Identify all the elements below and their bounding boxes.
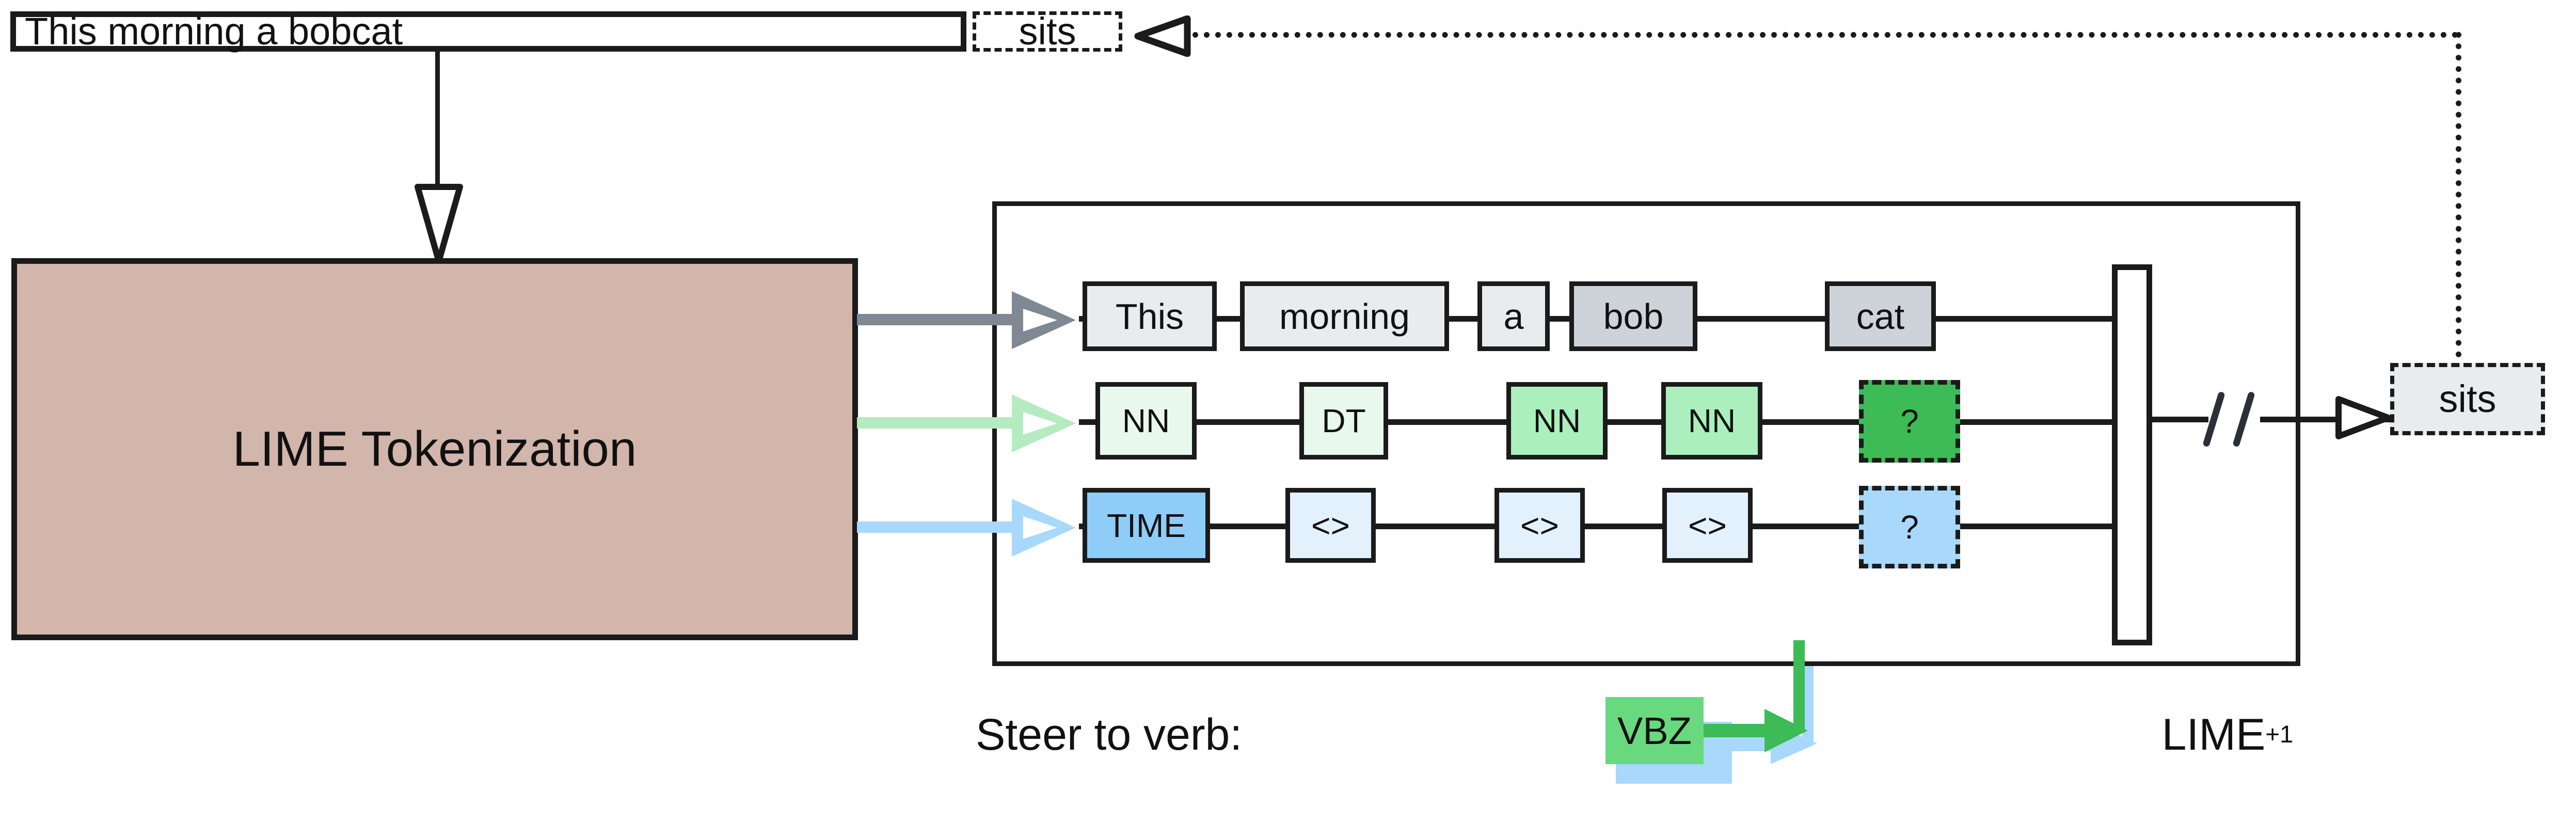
down-triangle-icon <box>415 184 463 264</box>
token-cell-bob: bob <box>1569 281 1697 351</box>
ner-arrowhead-icon <box>1012 499 1076 557</box>
ner-cell-unknown: ? <box>1859 486 1960 568</box>
pos-cell-label: NN <box>1533 402 1581 439</box>
ner-cell-time: TIME <box>1083 488 1210 563</box>
vbz-tag-label: VBZ <box>1617 709 1692 752</box>
input-sentence-box <box>10 11 966 52</box>
pos-cell-nn-3: NN <box>1661 382 1762 460</box>
model-name-label: LIME+1 <box>2083 706 2372 763</box>
pos-arrowhead-icon <box>1012 394 1076 452</box>
ner-cell-empty-1: <> <box>1285 488 1376 563</box>
pos-cell-label: ? <box>1900 403 1919 440</box>
token-cell-label: cat <box>1856 296 1905 337</box>
predicted-word-chip: sits <box>973 11 1122 52</box>
ner-cell-label: <> <box>1520 506 1559 544</box>
pos-cell-label: NN <box>1688 402 1736 439</box>
pos-cell-unknown: ? <box>1859 380 1960 463</box>
layer-separator-bar <box>2112 264 2152 645</box>
steer-instruction-label: Steer to verb: <box>976 710 1243 759</box>
ner-cell-empty-2: <> <box>1494 488 1585 563</box>
model-name-text: LIME <box>2161 710 2266 759</box>
token-cell-this: This <box>1083 281 1217 351</box>
sentence-to-tokenizer-line <box>435 52 440 191</box>
model-superscript: +1 <box>2265 721 2294 749</box>
pos-cell-nn-2: NN <box>1506 382 1608 460</box>
green-steer-arrow <box>1703 640 1808 752</box>
ner-cell-label: <> <box>1311 506 1350 544</box>
tokens-arrowhead-icon <box>1012 291 1076 349</box>
output-word-chip: sits <box>2390 363 2545 435</box>
token-cell-label: This <box>1115 296 1184 337</box>
ner-cell-label: TIME <box>1107 506 1186 544</box>
vbz-tag-chip: VBZ <box>1605 697 1704 764</box>
open-triangle-right-icon <box>2335 396 2391 439</box>
pos-cell-nn-1: NN <box>1095 382 1197 460</box>
token-cell-cat: cat <box>1825 281 1936 351</box>
left-triangle-icon <box>1134 15 1191 57</box>
ner-cell-empty-3: <> <box>1662 488 1753 563</box>
token-cell-a: a <box>1477 281 1550 351</box>
feedback-path-vertical <box>2456 32 2461 357</box>
token-cell-label: a <box>1503 296 1524 337</box>
pos-arrow-line <box>857 417 1025 429</box>
ner-cell-label: ? <box>1900 509 1919 546</box>
tokens-arrow-line <box>857 314 1025 325</box>
token-cell-morning: morning <box>1240 281 1449 351</box>
token-cell-label: morning <box>1279 296 1410 337</box>
lime-tokenization-label: LIME Tokenization <box>232 421 637 477</box>
pos-cell-label: NN <box>1122 402 1170 439</box>
input-sentence-text: This morning a bobcat <box>25 10 403 53</box>
pos-cell-dt: DT <box>1299 382 1388 460</box>
token-cell-label: bob <box>1603 296 1664 337</box>
ner-cell-label: <> <box>1688 506 1727 544</box>
feedback-path-horizontal <box>1192 32 2458 38</box>
pos-cell-label: DT <box>1322 402 1366 439</box>
output-wire <box>2141 417 2409 422</box>
ner-arrow-line <box>857 521 1025 533</box>
lime-plus1-frame <box>992 201 2300 666</box>
lime-tokenization-block <box>11 258 858 640</box>
ner-row-wire <box>1079 524 2117 529</box>
